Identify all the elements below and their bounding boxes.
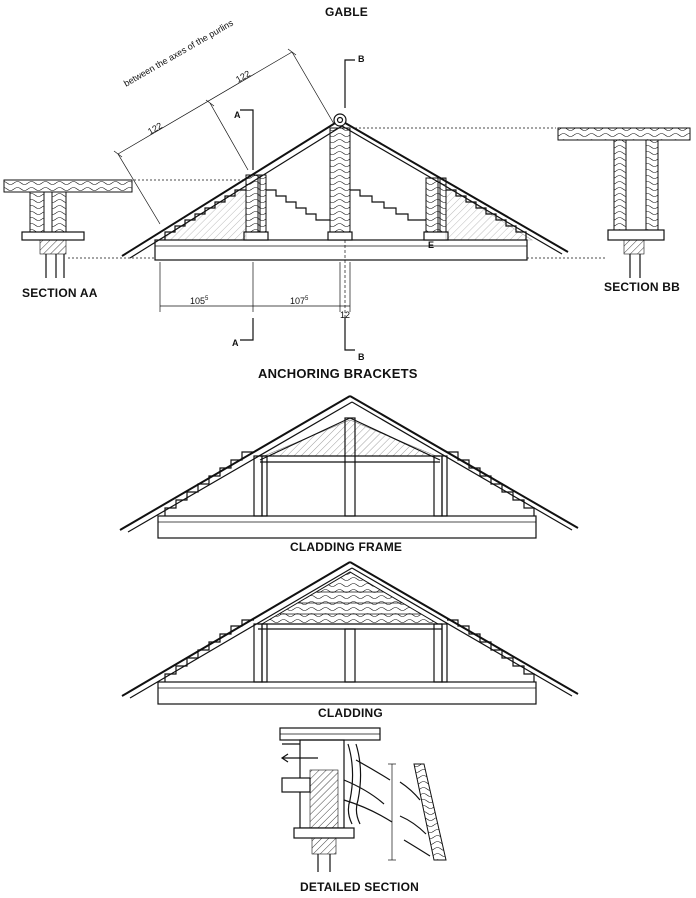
base-dim-right-value: 107 [290,296,306,306]
title-cladding: CLADDING [318,706,383,720]
base-dim-left: 1055 [190,296,208,306]
base-dim-right: 1075 [290,296,308,306]
anchoring-brackets-drawing [119,395,579,539]
section-mark-a-top: A [234,110,241,120]
section-bb-drawing [557,127,691,278]
detailed-section-drawing [279,727,447,872]
cladding-frame-drawing [121,561,579,705]
title-anchoring-brackets: ANCHORING BRACKETS [258,366,418,381]
section-mark-b-top: B [358,54,365,64]
post-width-dim: 12 [340,310,351,320]
base-dim-right-sup: 5 [305,296,309,302]
section-mark-e: E [428,240,435,250]
section-mark-b-bottom: B [358,352,365,362]
section-aa-drawing [3,179,133,278]
base-dim-left-sup: 5 [205,296,209,302]
title-section-bb: SECTION BB [604,280,681,294]
title-section-aa: SECTION AA [22,286,98,300]
title-cladding-frame: CLADDING FRAME [290,540,403,554]
gable-elevation [68,48,605,351]
section-mark-a-bottom: A [232,338,239,348]
title-detailed-section: DETAILED SECTION [300,880,419,894]
base-dim-left-value: 105 [190,296,206,306]
title-gable: GABLE [325,5,368,19]
